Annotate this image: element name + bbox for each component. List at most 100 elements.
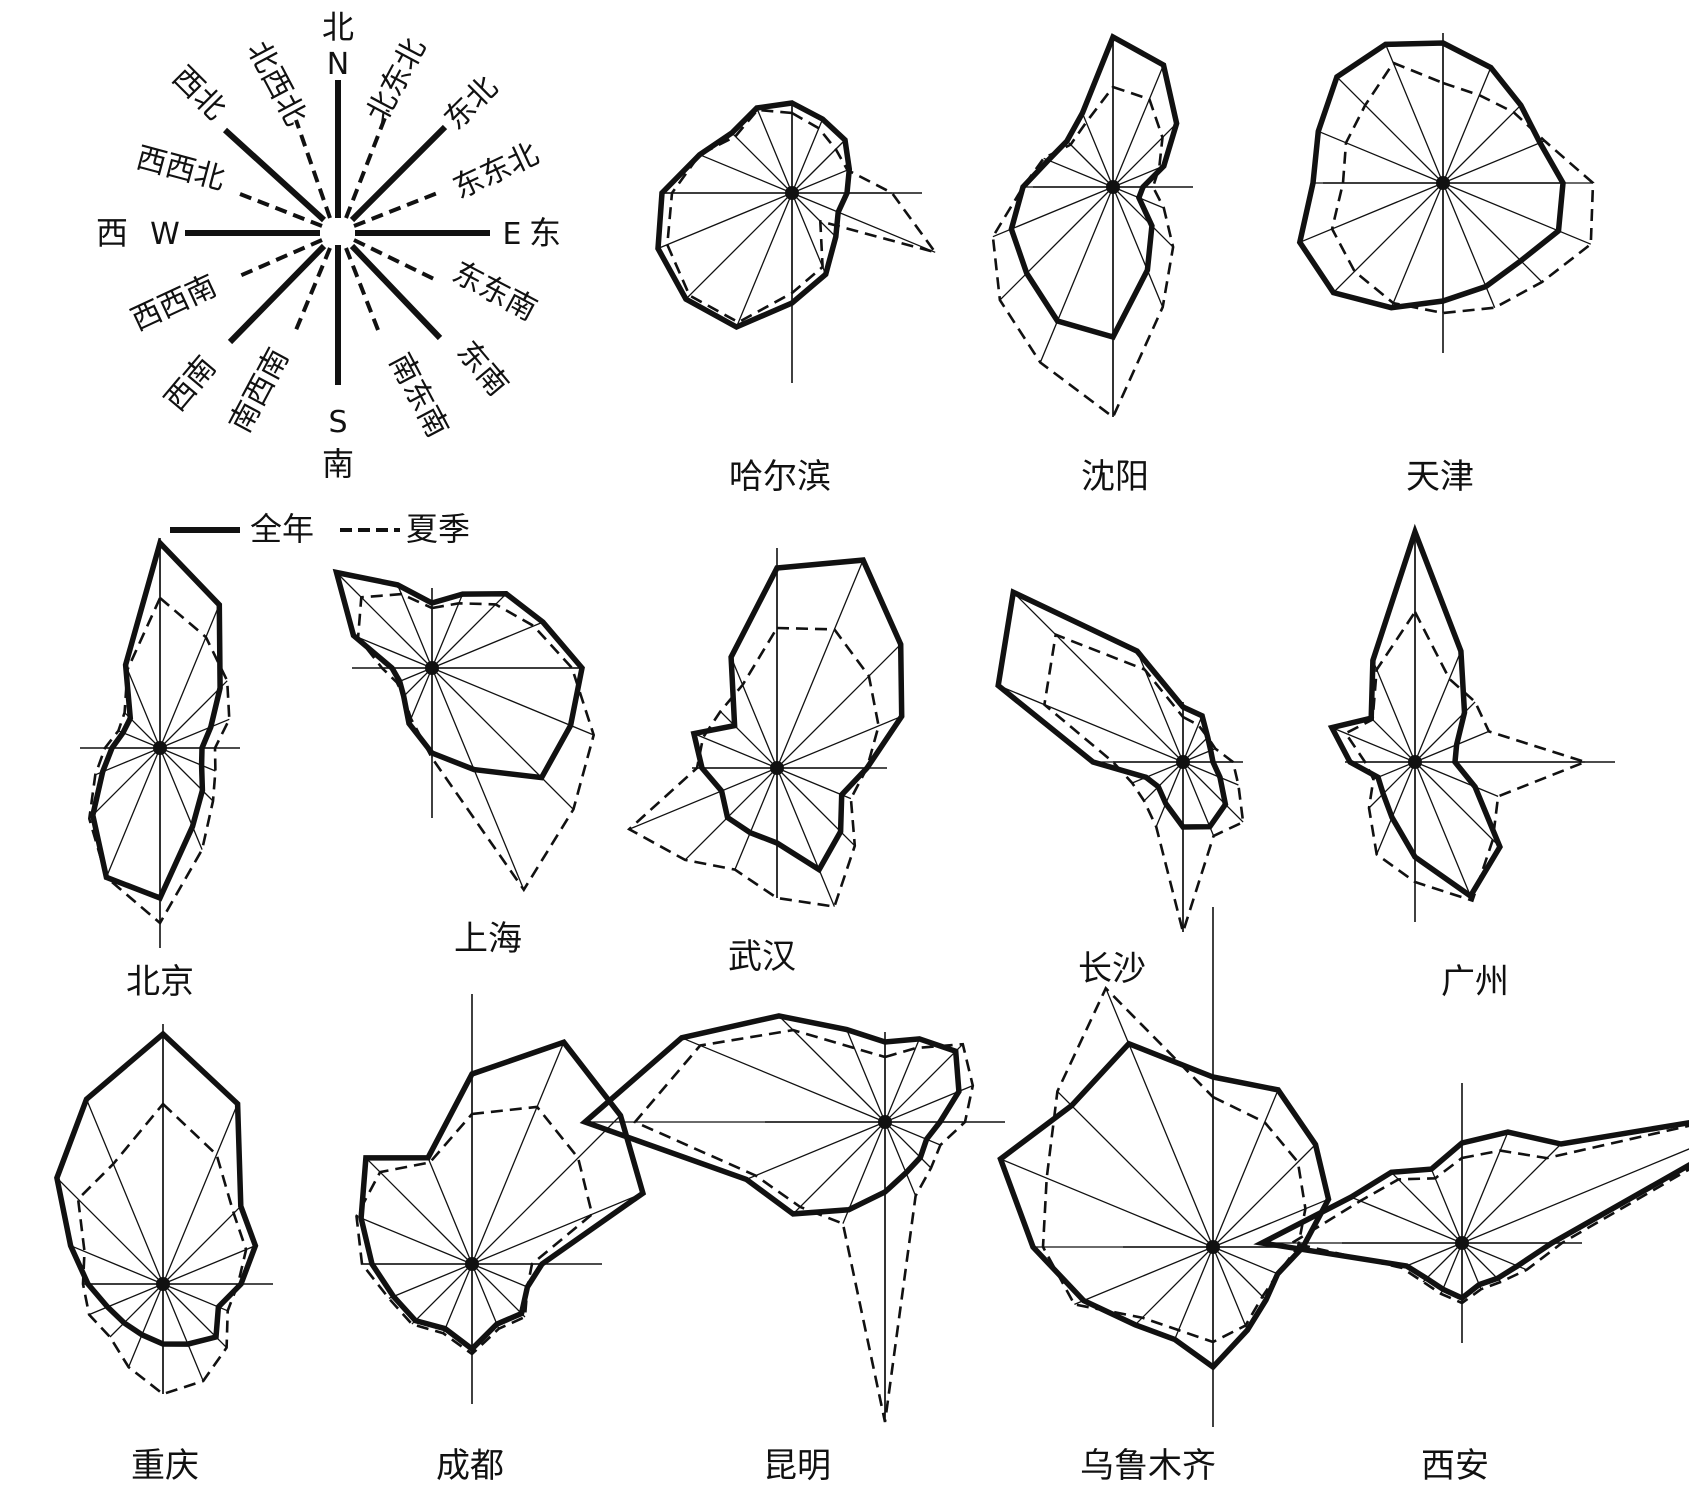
compass-label-w-cn: 西 <box>96 214 128 252</box>
rose-chengdu-spoke <box>471 1042 565 1265</box>
rose-tianjin-spoke <box>1390 182 1444 308</box>
rose-xian-spoke <box>1461 1242 1482 1290</box>
rose-shenyang-center <box>1106 180 1120 194</box>
rose-wuhan-annual <box>690 557 905 874</box>
rose-urumqi-spoke <box>1212 1089 1279 1248</box>
rose-urumqi-spoke <box>1056 1090 1214 1248</box>
city-label-wuhan: 武汉 <box>728 937 796 977</box>
rose-urumqi-spoke <box>1212 1246 1249 1331</box>
rose-urumqi-spoke <box>1212 1198 1329 1248</box>
compass-label-w-en: W <box>150 217 180 252</box>
compass-arm-ssw <box>294 247 332 331</box>
compass-label-wnw: 西西北 <box>132 140 228 197</box>
rose-shenyang-spoke <box>1066 140 1114 188</box>
city-labels: 哈尔滨 沈阳 天津 北京 上海 武汉 长沙 广州 重庆 成都 昆明 乌鲁木齐 西… <box>126 457 1509 1486</box>
rose-wuhan-spoke <box>719 710 778 769</box>
rose-urumqi-spoke <box>1000 1158 1214 1248</box>
rose-kunming-spoke <box>884 1121 917 1197</box>
rose-kunming-center <box>878 1115 892 1129</box>
compass-key <box>185 80 490 385</box>
rose-chongqing-summer <box>76 1102 248 1396</box>
city-label-shanghai: 上海 <box>454 919 522 959</box>
rose-shanghai-spoke <box>431 667 574 810</box>
rose-shenyang-spoke <box>1112 186 1164 308</box>
rose-shanghai-spoke <box>431 621 544 669</box>
rose-wuhan-spoke <box>776 767 852 800</box>
rose-wuhan <box>626 548 905 909</box>
rose-xian <box>1253 1083 1689 1343</box>
rose-chengdu-spoke <box>471 1263 526 1318</box>
rose-kunming-spoke <box>746 1121 886 1181</box>
rose-shanghai-spoke <box>408 667 433 724</box>
rose-beijing-spoke <box>88 747 161 820</box>
compass-arm-ne <box>349 124 448 223</box>
rose-beijing <box>80 537 240 948</box>
compass-label-s-en: S <box>328 405 347 440</box>
rose-beijing-summer <box>87 595 231 926</box>
rose-chengdu-center <box>465 1257 479 1271</box>
rose-changsha-spoke <box>1012 591 1184 763</box>
rose-shanghai-center <box>425 661 439 675</box>
rose-wuhan-spoke <box>776 767 836 907</box>
rose-chongqing-spoke <box>127 1283 164 1368</box>
compass-label-ssw: 南西南 <box>223 343 296 439</box>
rose-beijing-spoke <box>159 680 228 749</box>
rose-kunming-annual <box>579 1013 962 1217</box>
rose-beijing-spoke <box>159 747 203 850</box>
compass-label-nne: 北东北 <box>360 33 433 129</box>
rose-chongqing-spoke <box>70 1245 164 1285</box>
rose-kunming-spoke <box>884 1038 921 1123</box>
rose-wuhan-spoke <box>693 732 778 769</box>
rose-harbin-spoke <box>791 139 846 194</box>
rose-urumqi-center <box>1206 1240 1220 1254</box>
rose-xian-spoke <box>1350 1196 1463 1244</box>
rose-tianjin-spoke <box>1299 182 1444 243</box>
rose-shanghai-spoke <box>431 667 525 890</box>
rose-kunming-spoke <box>884 1043 964 1123</box>
compass-arm-sse <box>344 247 382 336</box>
rose-shenyang-annual <box>1008 33 1180 341</box>
rose-shenyang <box>991 33 1193 420</box>
rose-changsha-spoke <box>1131 761 1184 784</box>
compass-arm-sw <box>227 243 327 345</box>
rose-changsha-spoke <box>1155 761 1184 827</box>
rose-xian-spoke <box>1440 1242 1463 1295</box>
rose-guangzhou-spoke <box>1414 650 1462 763</box>
rose-chengdu-spoke <box>471 1192 644 1265</box>
rose-harbin-center <box>785 186 799 200</box>
rose-xian-spoke <box>1401 1242 1463 1269</box>
rose-chengdu-spoke <box>388 1263 473 1300</box>
rose-wuhan-spoke <box>734 767 778 870</box>
rose-changsha-spoke <box>1182 715 1203 763</box>
city-label-chongqing: 重庆 <box>131 1446 199 1486</box>
rose-chengdu-spoke <box>427 1157 473 1265</box>
rose-chongqing-annual <box>54 1030 259 1347</box>
rose-tianjin-spoke <box>1332 182 1444 294</box>
city-label-guangzhou: 广州 <box>1441 962 1509 1002</box>
rose-xian-spoke <box>1422 1242 1463 1283</box>
rose-chongqing-spoke <box>162 1205 242 1285</box>
compass-arm-wnw <box>234 190 323 228</box>
rose-xian-center <box>1455 1236 1469 1250</box>
rose-chengdu-spoke <box>471 1115 621 1265</box>
compass-arm-nnw <box>294 119 332 219</box>
rose-shanghai-annual <box>332 568 585 781</box>
rose-guangzhou-summer <box>1343 609 1589 903</box>
rose-xian-summer <box>1288 1124 1689 1305</box>
rose-shenyang-spoke <box>999 186 1114 301</box>
rose-kunming-spoke <box>884 1121 941 1146</box>
rose-harbin-spoke <box>685 192 793 300</box>
compass-label-n-en: N <box>327 47 349 82</box>
rose-harbin-spoke <box>791 118 824 194</box>
rose-chongqing-spoke <box>88 1283 164 1316</box>
rose-changsha <box>995 588 1245 937</box>
rose-tianjin-summer <box>1330 61 1595 315</box>
city-label-chengdu: 成都 <box>436 1446 504 1486</box>
rose-guangzhou-spoke <box>1376 761 1416 855</box>
rose-harbin-spoke <box>791 192 837 238</box>
rose-tianjin-spoke <box>1442 104 1522 184</box>
compass-label-sse: 南东南 <box>382 348 455 444</box>
city-label-xian: 西安 <box>1421 1446 1489 1486</box>
rose-changsha-spoke <box>997 684 1184 763</box>
rose-guangzhou <box>1327 523 1615 922</box>
